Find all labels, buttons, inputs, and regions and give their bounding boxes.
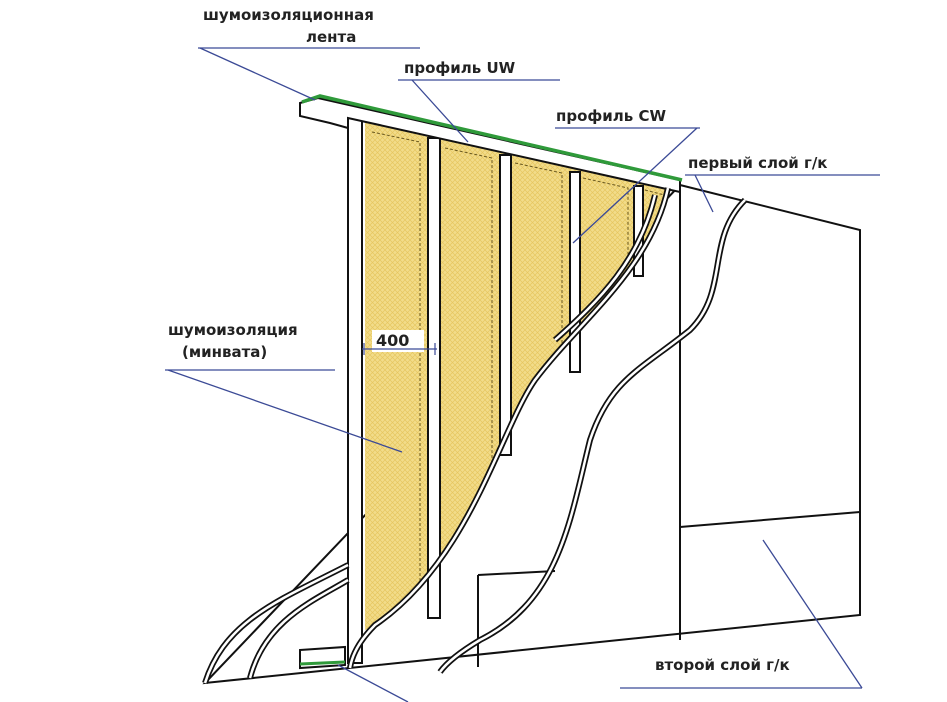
label-noise-tape-line1: шумоизоляционная [203, 6, 374, 24]
spacing-label-bg [372, 330, 424, 352]
panel-seams [477, 185, 861, 667]
cw-profile-stud [427, 137, 441, 619]
label-insulation-line1: шумоизоляция [168, 321, 298, 339]
cut-edges [202, 187, 748, 684]
label-profile-uw: профиль UW [404, 59, 516, 77]
label-first-layer: первый слой г/к [688, 154, 827, 172]
spacing-label: 400 [376, 331, 409, 350]
cw-profile-stud [499, 154, 512, 456]
cw-profile-stud [569, 171, 581, 373]
label-profile-cw: профиль CW [556, 107, 667, 125]
leader-lines [165, 47, 880, 702]
spacing-dimension-line [362, 343, 437, 355]
noise-tape-bottom [299, 660, 346, 666]
label-second-layer: второй слой г/к [655, 656, 790, 674]
label-insulation-line2: (минвата) [182, 343, 267, 361]
uw-profile-top [299, 96, 681, 194]
cw-profile-stud [347, 117, 363, 664]
noise-tape-top [301, 94, 683, 182]
label-noise-tape-line2: лента [306, 28, 356, 46]
